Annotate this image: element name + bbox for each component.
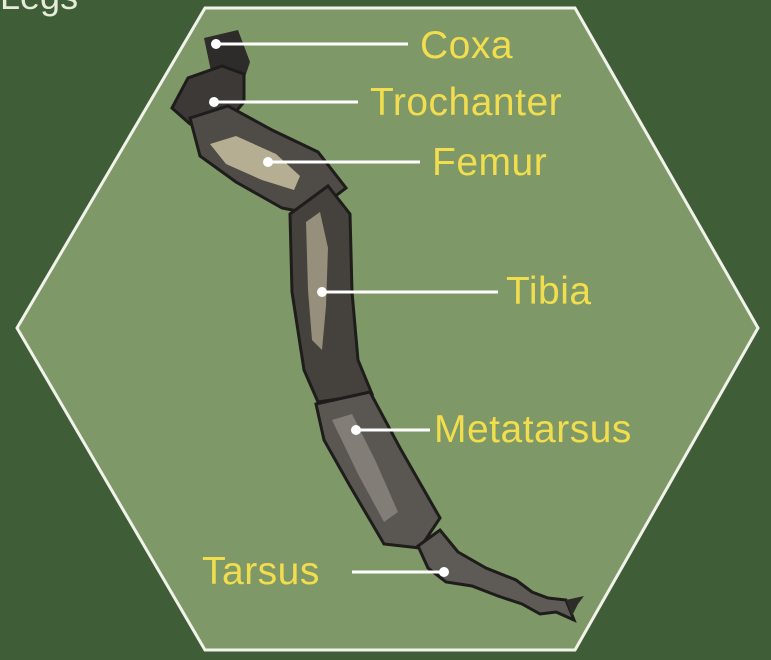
leader-dot-metatarsus [351,425,361,435]
leader-dot-coxa [211,39,221,49]
label-trochanter: Trochanter [370,83,562,122]
leader-dot-tibia [317,287,327,297]
label-femur: Femur [432,143,547,182]
label-tibia: Tibia [506,272,592,311]
leader-dot-tarsus [439,567,449,577]
label-coxa: Coxa [420,26,513,65]
label-tarsus: Tarsus [202,552,320,591]
leader-dot-trochanter [209,97,219,107]
leader-dot-femur [263,157,273,167]
label-metatarsus: Metatarsus [434,410,632,449]
